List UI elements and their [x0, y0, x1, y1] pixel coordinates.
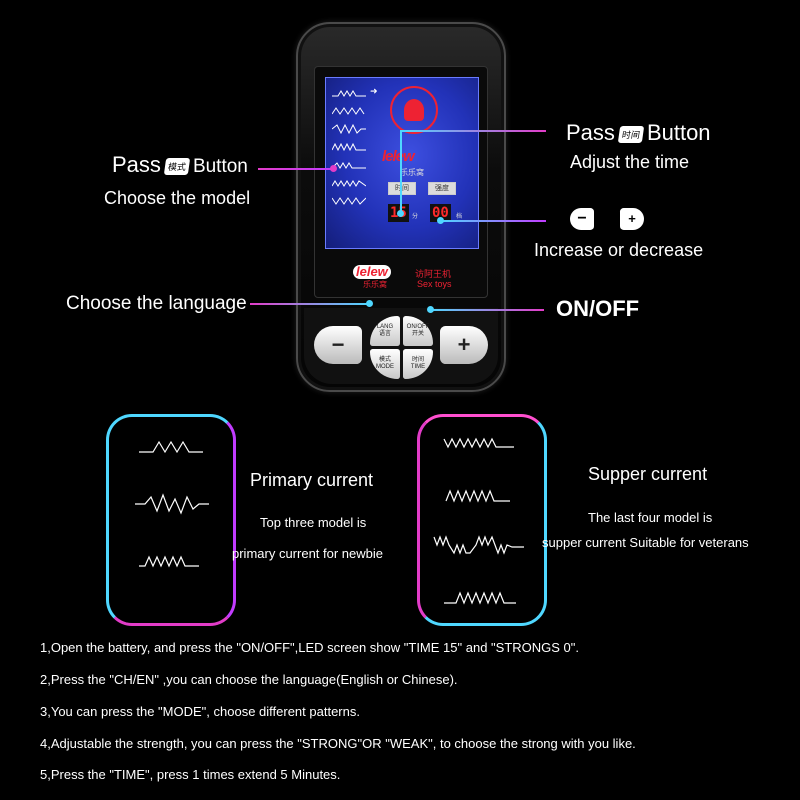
- time-button[interactable]: 时间 TIME: [403, 349, 433, 379]
- mode-button[interactable]: 模式 MODE: [370, 349, 400, 379]
- lcd-logo-sub: 乐乐窝: [400, 168, 424, 177]
- decrease-button[interactable]: −: [314, 326, 362, 364]
- increase-button[interactable]: +: [440, 326, 488, 364]
- incdec-callout-dot: [437, 217, 444, 224]
- brand-logo: lelew: [353, 265, 391, 279]
- time-button-label: TIME: [410, 364, 426, 370]
- led-time-unit: 分: [412, 214, 419, 220]
- onoff-callout: ON/OFF: [556, 296, 640, 321]
- supper-line-2: supper current Suitable for veterans: [542, 535, 749, 550]
- mode-callout-dot: [330, 165, 337, 172]
- device-body: ➜ lelew 乐乐窝 时间: [296, 22, 506, 392]
- brand-chinese-name: 访阿王机: [415, 269, 452, 279]
- lcd-wave-icon: [332, 160, 366, 170]
- instruction-3: 3,You can press the "MODE", choose diffe…: [40, 704, 360, 719]
- increase-icon: +: [620, 208, 644, 230]
- primary-wave-2: [129, 491, 213, 517]
- time-description: Adjust the time: [570, 152, 690, 172]
- lcd-wave-icon: [332, 142, 366, 152]
- language-callout-line: [250, 303, 368, 305]
- time-chip: 时间: [617, 126, 645, 144]
- brand-logo-sub: 乐乐窝: [363, 280, 387, 289]
- lcd-logo: lelew: [382, 148, 415, 165]
- primary-line-2: primary current for newbie: [232, 546, 383, 561]
- screen-frame: ➜ lelew 乐乐窝 时间: [314, 66, 488, 298]
- primary-wave-1: [129, 437, 213, 455]
- power-button-label-cn: 开关: [411, 331, 424, 337]
- mode-pass-word: Pass: [112, 152, 161, 177]
- language-button[interactable]: LANG 语言: [370, 316, 400, 346]
- lcd-wave-icon: [332, 106, 366, 116]
- time-pass-word: Pass: [566, 120, 615, 145]
- lcd-wave-icon: [332, 178, 366, 188]
- language-button-label-cn: 语言: [378, 331, 391, 337]
- button-panel: − + LANG 语言 ON/OFF 开关 模式 MODE 时间 TIME: [304, 308, 498, 384]
- decrease-icon: −: [570, 208, 594, 230]
- lcd-arrow-icon: ➜: [370, 86, 378, 96]
- supper-modes-panel: [417, 414, 547, 626]
- mode-callout-line: [258, 168, 332, 170]
- lcd-wave-icon: [332, 88, 366, 98]
- primary-modes-panel: [106, 414, 236, 626]
- mode-chip: 模式: [163, 158, 191, 176]
- primary-line-1: Top three model is: [260, 515, 367, 530]
- brand-english-name: Sex toys: [417, 279, 452, 289]
- incdec-callout-line: [440, 220, 546, 222]
- supper-wave-1: [440, 435, 524, 451]
- mode-description: Choose the model: [104, 188, 251, 208]
- led-strong-unit: 档: [456, 214, 463, 220]
- power-button-label: ON/OFF: [406, 324, 430, 330]
- supper-wave-2: [440, 487, 524, 503]
- time-callout-line: [400, 130, 546, 132]
- supper-wave-3: [432, 533, 532, 561]
- language-callout-dot: [366, 300, 373, 307]
- supper-title: Supper current: [588, 464, 708, 484]
- led-strong-value: 00: [430, 204, 451, 222]
- primary-wave-3: [129, 551, 213, 569]
- power-button[interactable]: ON/OFF 开关: [403, 316, 433, 346]
- mode-button-label-cn: 模式: [378, 357, 391, 363]
- strength-gauge-icon: [390, 86, 438, 134]
- time-button-word: Button: [646, 120, 711, 145]
- instruction-4: 4,Adjustable the strength, you can press…: [40, 736, 636, 751]
- lcd-screen: ➜ lelew 乐乐窝 时间: [325, 77, 479, 249]
- instruction-1: 1,Open the battery, and press the "ON/OF…: [40, 640, 579, 655]
- lcd-wave-icon: [332, 196, 366, 206]
- supper-wave-4: [440, 589, 524, 605]
- lcd-wave-icon: [332, 124, 366, 134]
- time-callout-vertical: [400, 130, 402, 214]
- time-button-label-cn: 时间: [411, 357, 424, 363]
- lcd-time-label: 时间: [388, 182, 416, 195]
- language-button-label: LANG: [376, 324, 394, 330]
- onoff-callout-dot: [427, 306, 434, 313]
- primary-title: Primary current: [250, 470, 374, 490]
- lcd-strong-label: 强度: [428, 182, 456, 195]
- supper-line-1: The last four model is: [588, 510, 713, 525]
- time-callout-dot: [397, 210, 404, 217]
- mode-button-label: MODE: [376, 364, 394, 370]
- instruction-5: 5,Press the "TIME", press 1 times extend…: [40, 767, 341, 782]
- onoff-callout-line: [430, 309, 544, 311]
- language-callout: Choose the language: [66, 293, 247, 314]
- instruction-2: 2,Press the "CH/EN" ,you can choose the …: [40, 672, 458, 687]
- strength-gauge-fill: [404, 99, 424, 121]
- mode-button-word: Button: [192, 156, 248, 177]
- incdec-description: Increase or decrease: [534, 240, 704, 260]
